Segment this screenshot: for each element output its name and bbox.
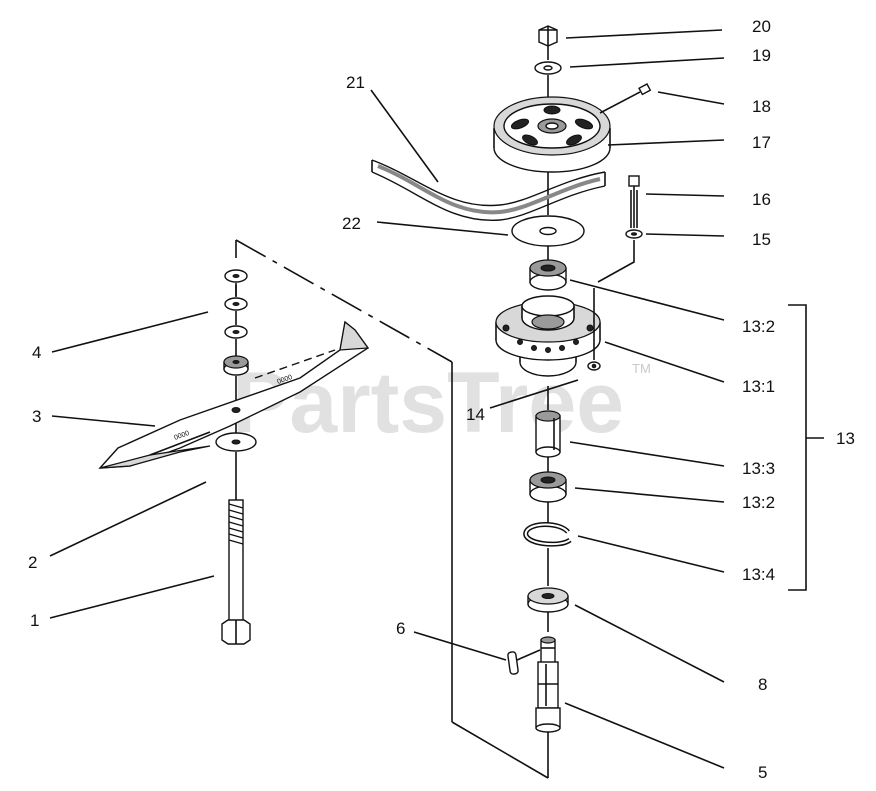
key-part (507, 649, 541, 675)
belt-part (371, 159, 606, 222)
callout-13-3: 13:3 (742, 459, 775, 478)
spacer-tube-part (535, 410, 561, 458)
callout-17: 17 (752, 133, 771, 152)
trademark-mark: TM (632, 361, 651, 376)
hex-nut-part (538, 25, 558, 47)
callout-13-4: 13:4 (742, 565, 775, 584)
blade-stamp-left: 0000 (173, 430, 190, 442)
washer-8-part (527, 587, 569, 613)
callout-13: 13 (836, 429, 855, 448)
callout-20: 20 (752, 17, 771, 36)
callout-19: 19 (752, 46, 771, 65)
washer-2-part (215, 432, 257, 500)
callout-2: 2 (28, 553, 37, 572)
callout-18: 18 (752, 97, 771, 116)
callout-13-2-lower: 13:2 (742, 493, 775, 512)
callout-13-1: 13:1 (742, 377, 775, 396)
callout-21: 21 (346, 73, 365, 92)
callout-16: 16 (752, 190, 771, 209)
phantom-line (235, 239, 549, 779)
mower-blade-part: 0000 0000 (98, 320, 370, 469)
bearing-13-2-upper-part (529, 259, 567, 291)
snap-ring-part (523, 522, 572, 547)
bearing-13-2-lower-part (529, 471, 567, 503)
pulley-part (493, 96, 611, 173)
callout-5: 5 (758, 763, 767, 782)
callout-6: 6 (396, 619, 405, 638)
leader-lines (49, 29, 824, 769)
callout-8: 8 (758, 675, 767, 694)
blade-stack-washers (223, 269, 249, 436)
washer-19-part (534, 61, 562, 75)
callout-3: 3 (32, 407, 41, 426)
bolt-1-part (221, 499, 251, 645)
bolt-16-part (628, 175, 640, 228)
callout-4: 4 (32, 343, 41, 362)
set-screw-part (599, 83, 652, 114)
washer-22-part (511, 215, 585, 247)
spindle-shaft-part (535, 636, 561, 733)
callout-1: 1 (30, 611, 39, 630)
spindle-housing-part (495, 288, 601, 377)
callout-22: 22 (342, 214, 361, 233)
callout-13-2-upper: 13:2 (742, 317, 775, 336)
callout-14: 14 (466, 405, 485, 424)
washer-15-part (597, 229, 643, 283)
blade-stamp-right: 0000 (276, 374, 293, 386)
callout-labels: 20 19 18 17 21 22 16 15 13:2 13:1 14 13 … (28, 17, 855, 782)
callout-15: 15 (752, 230, 771, 249)
